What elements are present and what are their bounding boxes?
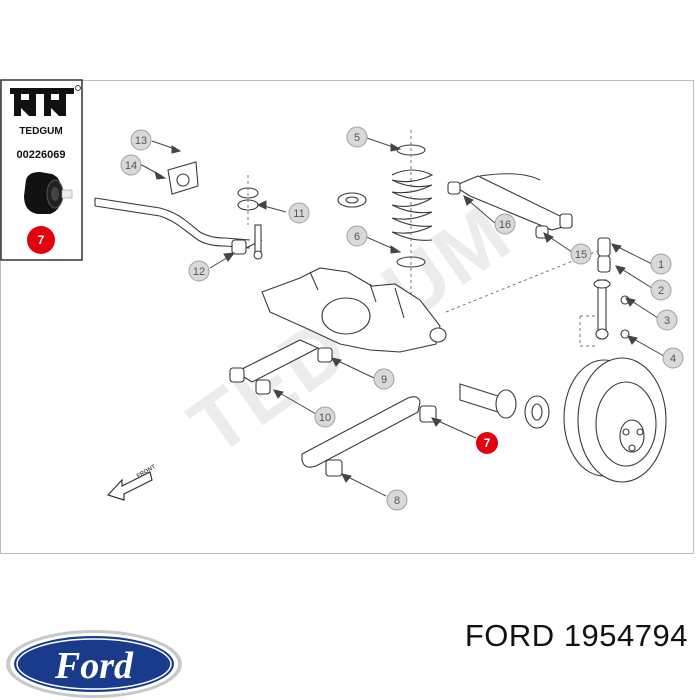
- svg-text:7: 7: [484, 436, 491, 450]
- svg-text:10: 10: [319, 412, 331, 424]
- svg-text:3: 3: [664, 315, 670, 327]
- ford-logo-icon: Ford: [6, 630, 182, 698]
- callout-2: 2: [650, 279, 672, 301]
- wheel-bearing: [524, 395, 550, 429]
- callout-1: 1: [650, 253, 672, 275]
- callout-14: 14: [120, 154, 142, 176]
- bushings-11: [237, 175, 259, 225]
- lower-link-9-10: [229, 339, 333, 395]
- svg-text:15: 15: [575, 249, 587, 261]
- callout-3: 3: [656, 309, 678, 331]
- leader-arrows: [139, 136, 665, 497]
- callout-15: 15: [570, 243, 592, 265]
- svg-text:4: 4: [670, 353, 676, 365]
- ford-logo-lettering: Ford: [54, 645, 134, 687]
- callout-12: 12: [188, 260, 210, 282]
- front-arrow-icon: FRONT: [106, 464, 157, 501]
- callout-5: 5: [346, 126, 368, 148]
- svg-text:11: 11: [293, 208, 304, 220]
- wheel-drum: [563, 357, 667, 483]
- tedgum-logo-icon: [10, 85, 81, 116]
- callout-10: 10: [314, 406, 336, 428]
- svg-text:2: 2: [658, 285, 664, 297]
- svg-text:5: 5: [354, 132, 360, 144]
- diagram-frame: [0, 80, 694, 554]
- callout-11: 11: [288, 202, 310, 224]
- callout-7: 7: [476, 432, 498, 454]
- product-badge: TEDGUM 00226069 7: [0, 79, 83, 261]
- svg-text:16: 16: [499, 219, 511, 231]
- svg-text:14: 14: [125, 160, 137, 172]
- spring-bearing: [337, 192, 367, 208]
- svg-text:13: 13: [135, 135, 147, 147]
- svg-text:1: 1: [658, 259, 664, 271]
- badge-number-circle: [27, 226, 55, 254]
- callout-4: 4: [662, 347, 684, 369]
- coil-spring: [391, 130, 434, 300]
- stabilizer-bracket-14: [167, 161, 199, 195]
- upper-link-16: [447, 173, 573, 231]
- shock-absorber: [579, 237, 630, 347]
- callout-13: 13: [130, 129, 152, 151]
- badge-brand: TEDGUM: [19, 126, 62, 137]
- footer-brand: FORD: [464, 618, 555, 653]
- callout-16: 16: [494, 213, 516, 235]
- svg-text:6: 6: [354, 231, 360, 243]
- bushing-product-icon: [24, 172, 73, 214]
- footer-part-number: 1954794: [563, 618, 688, 653]
- axle-stub: [459, 383, 517, 419]
- callout-9: 9: [373, 368, 395, 390]
- badge-part-code: 00226069: [17, 149, 66, 161]
- stabilizer-bar: [94, 197, 251, 249]
- svg-text:8: 8: [394, 495, 400, 507]
- badge-number: 7: [38, 233, 45, 247]
- svg-text:12: 12: [193, 266, 205, 278]
- footer-part-label: FORD 1954794: [465, 618, 688, 654]
- callout-6: 6: [346, 225, 368, 247]
- svg-text:9: 9: [381, 374, 387, 386]
- callout-8: 8: [386, 489, 408, 511]
- lower-arm-8: [301, 396, 437, 477]
- stabilizer-link-12: [231, 224, 263, 260]
- subframe: [261, 267, 447, 353]
